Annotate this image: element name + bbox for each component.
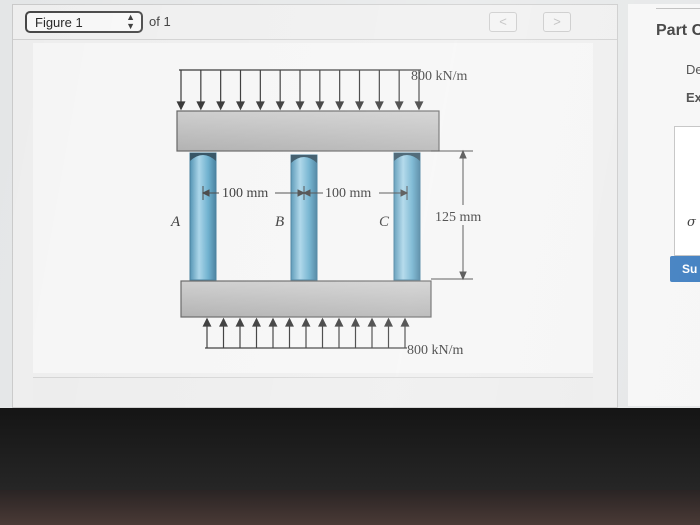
top-plate [176, 110, 440, 152]
load-arrowhead [400, 317, 410, 327]
figure-canvas: 800 kN/m [33, 43, 593, 373]
previous-figure-button[interactable]: < [489, 12, 517, 32]
load-arrowhead [318, 317, 327, 327]
laptop-body [0, 490, 700, 525]
figure-selector[interactable]: Figure 1 ▲▼ [25, 11, 143, 33]
screen: Figure 1 ▲▼ of 1 < > [0, 0, 700, 410]
load-arrowhead [176, 101, 186, 111]
submit-button-label: Su [682, 262, 698, 276]
structural-diagram: 800 kN/m [170, 69, 481, 358]
post-a-label: A [170, 214, 181, 230]
height-dimension-line [431, 149, 473, 281]
divider [656, 8, 700, 9]
spacing-left-label: 100 mm [222, 186, 268, 201]
submit-button[interactable]: Su [670, 256, 700, 282]
load-arrowhead [367, 317, 377, 327]
height-dimension-label: 125 mm [435, 210, 481, 225]
load-arrowhead [301, 317, 311, 327]
load-arrowhead [235, 317, 245, 327]
figure-selector-value: Figure 1 [35, 15, 83, 30]
load-arrowhead [255, 101, 265, 111]
load-arrowhead [236, 101, 245, 111]
load-arrowhead [196, 101, 206, 111]
load-arrowhead [414, 101, 424, 111]
post-b-label: B [275, 214, 284, 230]
express-text: Ex [686, 90, 700, 105]
description-text: De [686, 62, 700, 77]
figure-toolbar: Figure 1 ▲▼ of 1 < > [13, 5, 617, 40]
figure-footer [33, 377, 593, 404]
next-figure-button[interactable]: > [543, 12, 571, 32]
post-c-label: C [379, 214, 390, 230]
chevron-left-icon: < [499, 14, 507, 29]
load-arrowhead [268, 317, 278, 327]
spacing-right-label: 100 mm [325, 186, 371, 201]
bottom-load-arrows [202, 317, 410, 349]
post-b [290, 154, 318, 281]
load-arrowhead [285, 317, 294, 327]
load-arrowhead [334, 317, 344, 327]
figure-panel: Figure 1 ▲▼ of 1 < > [12, 4, 618, 408]
part-title: Part C [656, 22, 700, 39]
label-bg-right [323, 183, 379, 199]
load-arrowhead [252, 317, 261, 327]
load-arrowhead [275, 101, 285, 111]
post-c [393, 152, 421, 281]
label-bg-left [219, 183, 275, 199]
sigma-label: σ [687, 215, 696, 230]
top-load-label: 800 kN/m [411, 69, 468, 84]
load-arrowhead [219, 317, 228, 327]
load-arrowhead [295, 101, 305, 111]
bottom-plate [180, 280, 432, 318]
answer-box: σ [674, 126, 700, 256]
load-arrowhead [394, 101, 404, 111]
load-arrowhead [335, 101, 345, 111]
load-arrowhead [315, 101, 325, 111]
load-arrowhead [355, 101, 364, 111]
load-arrowhead [374, 101, 384, 111]
bottom-load-label: 800 kN/m [407, 343, 464, 358]
top-load-arrows [176, 69, 424, 111]
post-a [189, 152, 217, 281]
chevron-right-icon: > [553, 14, 561, 29]
select-updown-icon: ▲▼ [126, 12, 135, 31]
load-arrowhead [384, 317, 393, 327]
load-arrowhead [351, 317, 360, 327]
load-arrowhead [202, 317, 212, 327]
load-arrowhead [216, 101, 226, 111]
right-panel: Part C De Ex σ Su [628, 4, 700, 406]
figure-count-label: of 1 [149, 14, 171, 29]
